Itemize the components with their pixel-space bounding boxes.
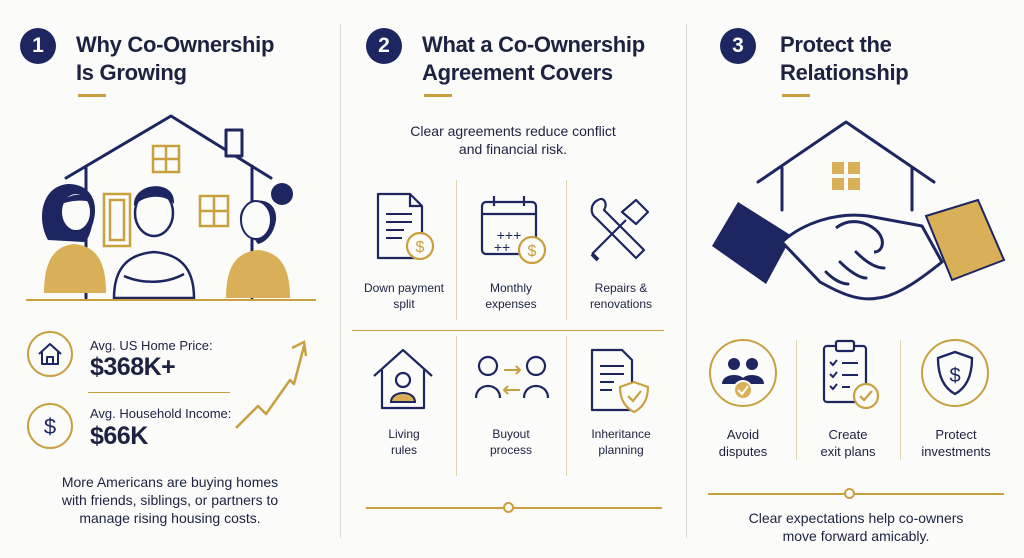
house-person-icon [373,348,433,410]
item-protect-investments-label: Protect investments [921,427,991,459]
column-divider [340,24,341,538]
item-repairs-label: Repairs & renovations [589,281,653,311]
svg-text:$: $ [528,243,537,260]
section2-title: What a Co-Ownership Agreement Covers [422,32,645,85]
title-underline [782,94,810,97]
grid-divider [566,336,567,476]
decor-dot [844,488,855,499]
house-family-illustration [26,114,316,301]
grid-divider [456,180,457,320]
grid-divider [900,340,901,460]
section1-title: Why Co-Ownership Is Growing [76,32,275,85]
svg-text:++: ++ [494,239,510,255]
svg-text:$: $ [44,414,56,439]
home-price-icon [27,331,73,377]
shield-dollar-icon: $ [921,339,989,407]
home-price-value: $368K+ [90,353,176,381]
item-avoid-disputes-label: Avoid disputes [718,427,768,459]
document-dollar-icon: $ [376,192,435,261]
dollar-icon: $ [27,403,73,449]
people-check-icon [709,339,777,407]
section3-footer: Clear expectations help co-owners move f… [748,510,964,544]
grid-divider [796,340,797,460]
section-number-2: 2 [366,28,402,64]
item-living-rules-label: Living rules [388,427,420,457]
item-down-payment-label: Down payment split [363,281,445,311]
stat-divider [88,392,230,393]
section-protect-relationship: 3 Protect the Relationship Avoid dispute… [686,0,1024,558]
item-monthly-expenses-label: Monthly expenses [485,281,537,311]
column-divider [686,24,687,538]
title-underline [424,94,452,97]
section2-subtitle: Clear agreements reduce conflict and fin… [410,123,616,157]
item-inheritance-label: Inheritance planning [591,427,651,457]
calendar-dollar-icon: +++ ++ $ [480,196,547,265]
income-value: $66K [90,422,148,450]
item-exit-plans-label: Create exit plans [820,427,876,459]
svg-text:$: $ [949,365,960,387]
section3-title: Protect the Relationship [780,32,909,85]
rising-arrow-icon [235,340,308,429]
clipboard-check-icon [822,339,880,410]
section-agreement-covers: 2 What a Co-Ownership Agreement Covers C… [340,0,686,558]
title-underline [78,94,106,97]
section-why-co-ownership: 1 Why Co-Ownership Is Growing [0,0,340,558]
home-price-label: Avg. US Home Price: [90,338,213,353]
section-number-3: 3 [720,28,756,64]
decor-line [708,493,1004,495]
document-shield-icon [590,348,650,414]
decor-line [366,507,662,509]
section1-description: More Americans are buying homes with fri… [61,474,279,526]
svg-text:$: $ [416,239,425,256]
exchange-people-icon [474,355,550,399]
svg-text:+++: +++ [497,227,522,243]
grid-divider [566,180,567,320]
handshake-house-illustration [712,120,1006,301]
grid-divider [456,336,457,476]
income-label: Avg. Household Income: [90,406,232,421]
section-number-1: 1 [20,28,56,64]
item-buyout-label: Buyout process [489,427,533,457]
decor-dot [503,502,514,513]
tools-icon [590,197,650,262]
grid-divider [352,330,664,331]
